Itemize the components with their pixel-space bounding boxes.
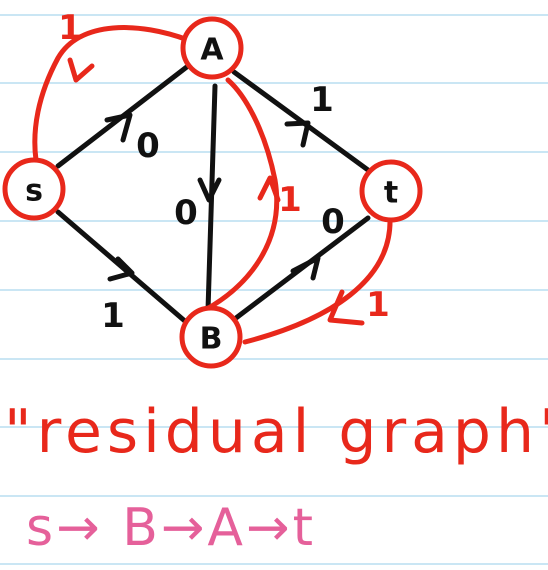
label-a-to-t: 1 [310, 80, 334, 120]
label-residual-b-to-a: 1 [278, 180, 302, 220]
node-s-label: s [25, 174, 43, 209]
node-t-circle [359, 159, 423, 223]
caption-residual-graph: "residual graph" [4, 397, 548, 467]
label-b-to-t: 0 [321, 202, 345, 242]
node-a: A [180, 16, 244, 80]
edge-s-to-a [55, 63, 191, 169]
label-residual-a-to-s: 1 [58, 8, 82, 48]
forward-edges [55, 63, 371, 325]
edge-s-to-b [55, 209, 189, 325]
node-t: t [359, 159, 423, 223]
node-b-label: B [200, 322, 223, 357]
node-a-label: A [200, 33, 224, 68]
label-residual-t-to-b: 1 [366, 285, 390, 325]
node-s: s [2, 157, 66, 221]
edge-a-to-t [231, 69, 371, 173]
label-s-to-a: 0 [136, 126, 160, 166]
node-s-circle [2, 157, 66, 221]
edge-b-to-t [233, 215, 371, 321]
node-t-label: t [384, 176, 398, 211]
node-a-circle [180, 16, 244, 80]
residual-edges [32, 25, 393, 345]
node-b-circle [179, 305, 243, 369]
node-b: B [179, 305, 243, 369]
residual-edge-a-to-s [32, 25, 191, 163]
residual-edge-b-to-a [202, 77, 281, 313]
residual-edge-t-to-b [242, 215, 393, 345]
label-s-to-b: 1 [101, 296, 125, 336]
edge-a-to-b [197, 83, 222, 313]
label-a-to-b: 0 [174, 193, 198, 233]
augmenting-path: s→ B→A→t [26, 498, 316, 558]
